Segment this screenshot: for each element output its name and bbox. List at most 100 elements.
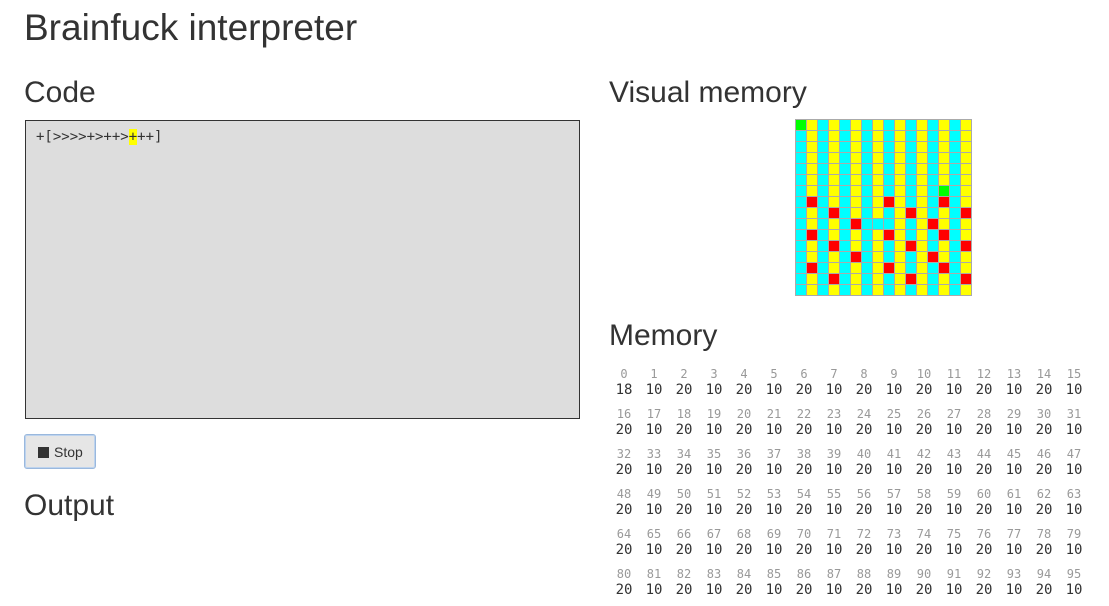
memory-cell-index: 18 <box>676 407 692 421</box>
visual-memory-cell <box>796 285 807 296</box>
memory-cell-value: 20 <box>1035 542 1053 558</box>
memory-cell-value: 10 <box>1065 462 1083 478</box>
memory-cell-value: 18 <box>615 382 633 398</box>
visual-memory-cell <box>807 131 818 142</box>
memory-cell-value: 10 <box>1005 542 1023 558</box>
visual-memory-cell <box>895 230 906 241</box>
memory-cell-index: 75 <box>946 527 962 541</box>
visual-memory-cell <box>961 252 972 263</box>
memory-cell-value: 20 <box>855 422 873 438</box>
memory-cell-index: 29 <box>1006 407 1022 421</box>
memory-cell-index: 4 <box>740 367 748 381</box>
memory-cell-index: 57 <box>886 487 902 501</box>
visual-memory-cell <box>950 252 961 263</box>
memory-cell-value: 10 <box>945 582 963 598</box>
visual-memory-cell <box>796 131 807 142</box>
visual-memory-cell <box>895 153 906 164</box>
memory-cell-index: 83 <box>706 567 722 581</box>
memory-cell-value: 20 <box>735 502 753 518</box>
memory-cell-value: 20 <box>855 502 873 518</box>
visual-memory-cell <box>928 219 939 230</box>
visual-memory-cell <box>840 186 851 197</box>
memory-cell-value: 10 <box>765 422 783 438</box>
visual-memory-cell <box>796 142 807 153</box>
visual-memory-cell <box>961 230 972 241</box>
visual-memory-cell <box>840 241 851 252</box>
memory-cell-index: 43 <box>946 447 962 461</box>
memory-cell-index: 42 <box>916 447 932 461</box>
memory-cell-value: 10 <box>945 382 963 398</box>
memory-cell-index: 47 <box>1066 447 1082 461</box>
memory-cell-index: 22 <box>796 407 812 421</box>
memory-cell-index: 94 <box>1036 567 1052 581</box>
visual-memory-cell <box>884 175 895 186</box>
visual-memory-cell <box>884 142 895 153</box>
code-editor[interactable]: +[>>>>+>++>+++] <box>25 120 580 419</box>
visual-memory-cell <box>961 285 972 296</box>
visual-memory-cell <box>818 142 829 153</box>
visual-memory-cell <box>895 263 906 274</box>
visual-memory-cell <box>950 274 961 285</box>
visual-memory-cell <box>950 120 961 131</box>
visual-memory-cell <box>917 142 928 153</box>
memory-cell-index: 92 <box>976 567 992 581</box>
visual-memory-cell <box>818 197 829 208</box>
memory-cell-value: 20 <box>915 382 933 398</box>
stop-icon <box>38 447 49 458</box>
visual-memory-cell <box>906 197 917 208</box>
memory-cell-value: 20 <box>735 582 753 598</box>
visual-memory-cell <box>851 197 862 208</box>
memory-cell-value: 10 <box>1065 542 1083 558</box>
memory-cell-index: 78 <box>1036 527 1052 541</box>
memory-cell-index: 31 <box>1066 407 1082 421</box>
visual-memory-cell <box>906 186 917 197</box>
memory-cell-index: 40 <box>856 447 872 461</box>
visual-memory-cell <box>961 164 972 175</box>
visual-memory-cell <box>851 120 862 131</box>
memory-cell-value: 10 <box>765 382 783 398</box>
memory-cell-value: 20 <box>675 542 693 558</box>
visual-memory-cell <box>884 208 895 219</box>
memory-cell-index: 63 <box>1066 487 1082 501</box>
visual-memory-cell <box>939 252 950 263</box>
visual-memory-cell <box>906 241 917 252</box>
memory-cell-index: 64 <box>616 527 632 541</box>
visual-memory-cell <box>840 230 851 241</box>
visual-memory-cell <box>796 175 807 186</box>
visual-memory-cell <box>862 186 873 197</box>
memory-cell-value: 10 <box>705 462 723 478</box>
memory-cell-index: 91 <box>946 567 962 581</box>
memory-cell-value: 20 <box>735 542 753 558</box>
memory-cell-value: 20 <box>615 582 633 598</box>
memory-cell-index: 30 <box>1036 407 1052 421</box>
visual-memory-cell <box>873 164 884 175</box>
memory-cell-value: 10 <box>645 542 663 558</box>
visual-memory-cell <box>917 131 928 142</box>
memory-cell-value: 10 <box>765 542 783 558</box>
visual-memory-cell <box>917 153 928 164</box>
memory-cell-index: 93 <box>1006 567 1022 581</box>
visual-memory-cell <box>818 263 829 274</box>
visual-memory-cell <box>961 274 972 285</box>
stop-button[interactable]: Stop <box>24 434 96 469</box>
visual-memory-cell <box>818 120 829 131</box>
visual-memory-cell <box>884 241 895 252</box>
visual-memory-cell <box>928 252 939 263</box>
memory-cell-value: 20 <box>975 422 993 438</box>
memory-cell-value: 10 <box>705 582 723 598</box>
